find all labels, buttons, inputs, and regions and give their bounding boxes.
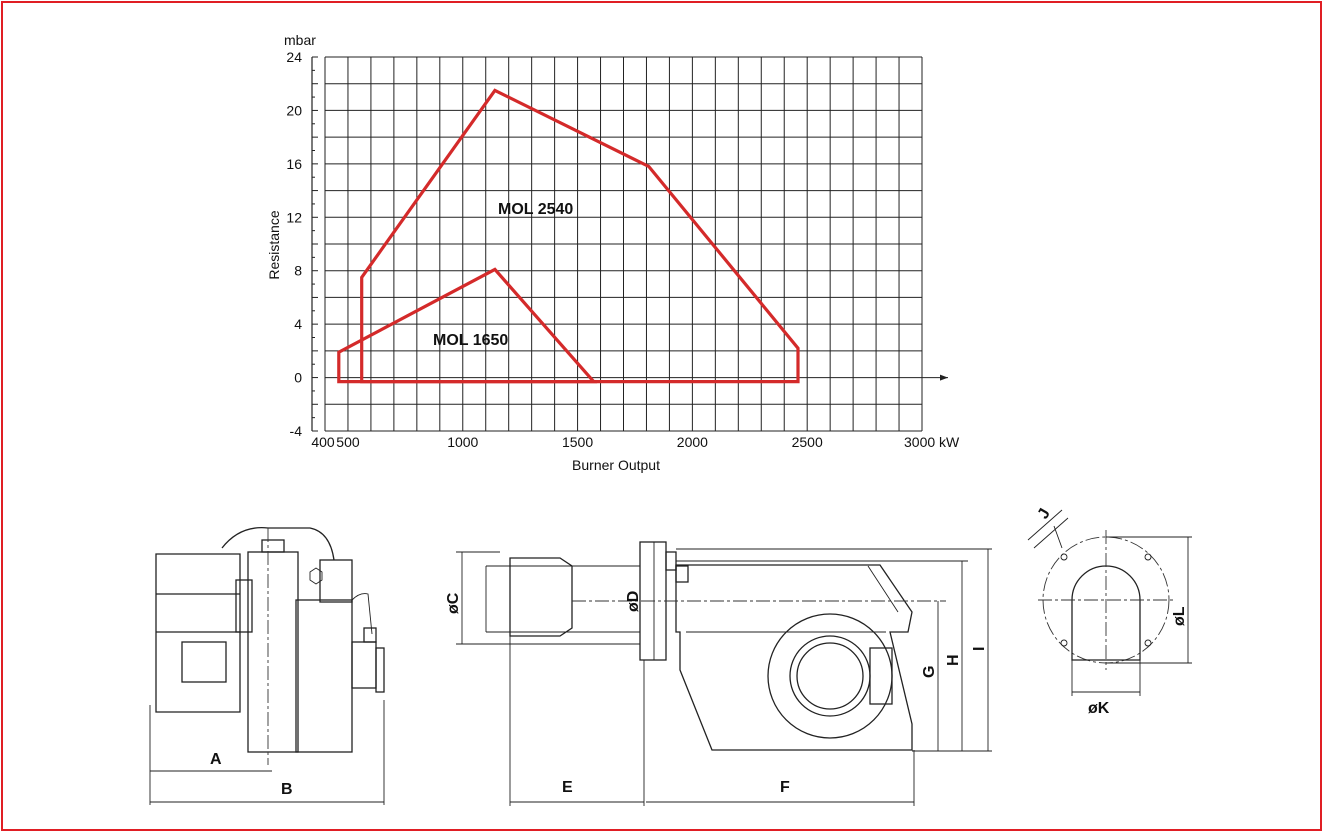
dim-label-ol: øL	[1171, 606, 1188, 626]
dim-label-a: A	[210, 751, 222, 768]
series-envelope-mol-1650	[337, 267, 598, 384]
dim-label-i: I	[971, 647, 988, 651]
y-tick-label: 20	[286, 102, 302, 118]
x-tick-label: 2500	[792, 434, 823, 450]
series-envelope-mol-2540	[360, 88, 800, 384]
region-label-mol-1650: MOL 1650	[433, 332, 508, 349]
x-tick-label: 500	[336, 434, 360, 450]
region-label-mol-2540: MOL 2540	[498, 201, 573, 218]
y-tick-label: 24	[286, 49, 302, 65]
x-axis-label: Burner Output	[572, 457, 660, 473]
chart-grid	[324, 56, 923, 432]
dim-label-b: B	[281, 781, 293, 798]
chart-series	[337, 88, 800, 384]
y-tick-label: 12	[286, 209, 302, 225]
dim-label-h: H	[945, 654, 962, 666]
front-view-drawing: G H I øC øD E F	[445, 541, 992, 806]
y-axis-label: Resistance	[266, 210, 282, 279]
dim-label-ok: øK	[1088, 700, 1110, 717]
x-axis-arrow-head	[940, 374, 948, 381]
dim-label-od: øD	[625, 591, 642, 612]
x-tick-label: 1500	[562, 434, 593, 450]
x-tick-label: 1000	[447, 434, 478, 450]
y-tick-label: 0	[294, 370, 302, 386]
y-tick-label: 4	[294, 316, 302, 332]
dim-label-e: E	[562, 779, 573, 796]
dim-label-g: G	[921, 666, 938, 678]
x-tick-label: 400	[311, 434, 335, 450]
y-tick-label: -4	[290, 423, 303, 439]
y-tick-label: 8	[294, 263, 302, 279]
dim-label-oc: øC	[445, 592, 462, 614]
flange-view-drawing: J øL øK	[1027, 506, 1192, 717]
y-axis-unit: mbar	[284, 32, 316, 48]
x-tick-label: 3000 kW	[904, 434, 960, 450]
side-view-drawing: A B	[149, 527, 385, 805]
dim-label-f: F	[780, 779, 790, 796]
y-tick-label: 16	[286, 156, 302, 172]
x-tick-label: 2000	[677, 434, 708, 450]
